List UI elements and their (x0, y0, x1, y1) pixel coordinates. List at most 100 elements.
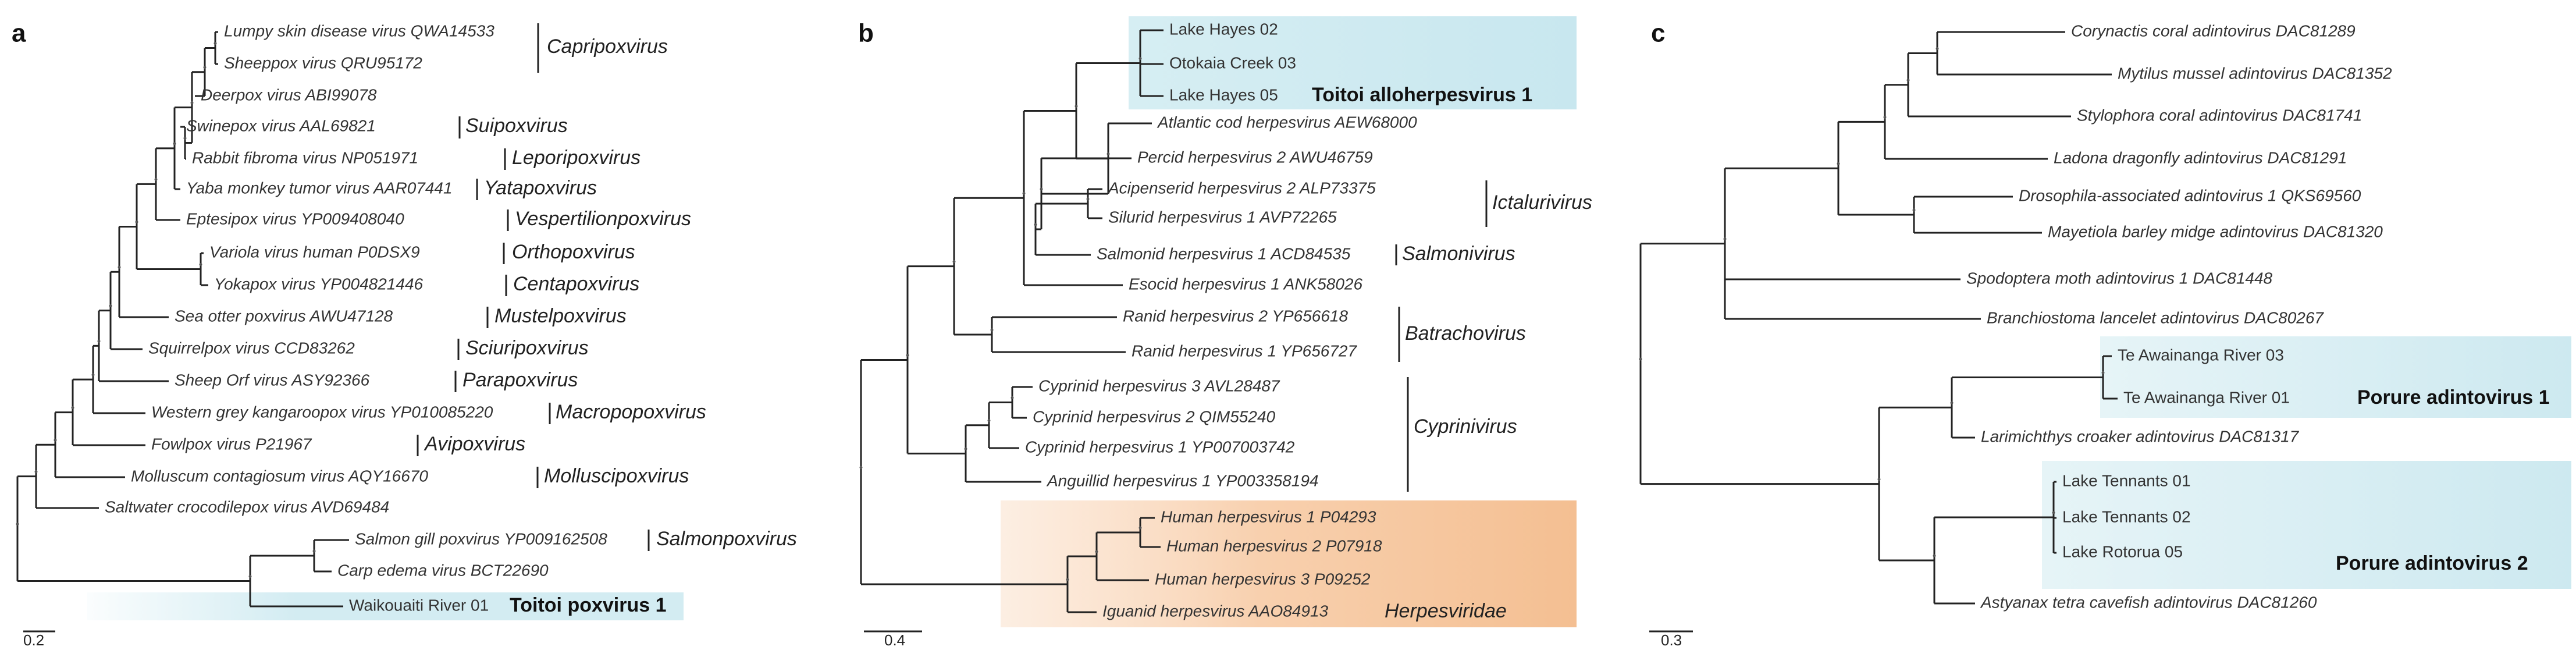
bootstrap-marker (71, 406, 74, 410)
bootstrap-marker (1912, 208, 1916, 212)
taxon-label: Acipenserid herpesvirus 2 ALP73375 (1107, 179, 1376, 197)
bootstrap-marker (34, 470, 38, 474)
panel-letter-b: b (858, 19, 874, 48)
bootstrap-marker (135, 220, 138, 223)
bootstrap-marker (183, 137, 187, 140)
genus-label: Herpesviridae (1385, 600, 1507, 622)
scale-value: 0.4 (884, 631, 905, 649)
taxon-label: Lake Tennants 01 (2062, 471, 2191, 489)
taxon-label: Variola virus human P0DSX9 (209, 243, 420, 261)
genus-label: Yatapoxvirus (484, 177, 597, 199)
bootstrap-marker (154, 177, 158, 181)
bootstrap-marker (2101, 371, 2105, 374)
genus-label: Mustelpoxvirus (494, 305, 627, 327)
taxon-label: Esocid herpesvirus 1 ANK58026 (1129, 275, 1363, 293)
taxon-label: Lumpy skin disease virus QWA14533 (224, 22, 494, 40)
bootstrap-marker (1935, 47, 1939, 50)
bootstrap-marker (97, 339, 101, 343)
taxon-label: Human herpesvirus 1 P04293 (1161, 507, 1376, 525)
taxon-label: Western grey kangaroopox virus YP0100852… (151, 403, 493, 421)
bootstrap-marker (1034, 223, 1037, 226)
highlight-porure-adintovirus-2 (2042, 461, 2571, 589)
genus-label: Centapoxvirus (513, 273, 639, 295)
bootstrap-marker (1138, 526, 1142, 530)
bootstrap-marker (952, 260, 956, 264)
taxon-label: Swinepox virus AAL69821 (186, 116, 376, 134)
bootstrap-marker (214, 42, 217, 45)
taxon-label: Te Awainanga River 01 (2123, 388, 2290, 406)
taxon-label: Spodoptera moth adintovirus 1 DAC81448 (1966, 269, 2273, 287)
taxon-label: Branchiostoma lancelet adintovirus DAC80… (1987, 308, 2324, 326)
bootstrap-marker (109, 304, 112, 308)
bootstrap-marker (118, 265, 121, 269)
bootstrap-marker (990, 328, 994, 332)
taxon-label: Anguillid herpesvirus 1 YP003358194 (1046, 471, 1318, 489)
taxon-label: Carp edema virus BCT22690 (337, 561, 549, 579)
genus-label: Salmonivirus (1402, 243, 1515, 265)
taxon-label: Cyprinid herpesvirus 1 YP007003742 (1025, 438, 1295, 456)
genus-label: Avipoxvirus (424, 433, 525, 455)
taxon-label: Salmon gill poxvirus YP009162508 (355, 530, 607, 548)
taxon-label: Larimichthys croaker adintovirus DAC8131… (1981, 427, 2300, 445)
taxon-label: Lake Hayes 05 (1169, 86, 1278, 104)
bootstrap-marker (16, 523, 19, 526)
taxon-label: Deerpox virus ABI99078 (201, 86, 377, 104)
taxon-label: Salmonid herpesvirus 1 ACD84535 (1097, 244, 1351, 262)
genus-label: Capripoxvirus (547, 35, 668, 58)
bootstrap-marker (1106, 152, 1110, 155)
bootstrap-marker (964, 447, 967, 450)
taxon-label: Sheep Orf virus ASY92366 (175, 371, 370, 389)
scale-value: 0.3 (1661, 631, 1682, 649)
panel-letter-a: a (12, 19, 26, 48)
taxon-label: Fowlpox virus P21967 (151, 435, 312, 453)
taxon-label: Rabbit fibroma virus NP051971 (192, 148, 418, 166)
bootstrap-marker (312, 549, 316, 553)
taxon-label: Waikouaiti River 01 (349, 596, 489, 614)
bootstrap-marker (1877, 478, 1881, 481)
bootstrap-marker (1883, 115, 1887, 119)
taxon-label: Human herpesvirus 3 P09252 (1155, 570, 1371, 588)
taxon-label: Lake Hayes 02 (1169, 20, 1278, 38)
taxon-label: Sea otter poxvirus AWU47128 (175, 307, 393, 325)
taxon-label: Ladona dragonfly adintovirus DAC81291 (2054, 148, 2347, 166)
genus-label: Batrachovirus (1405, 322, 1526, 344)
taxon-label: Human herpesvirus 2 P07918 (1166, 537, 1382, 555)
bootstrap-marker (199, 263, 202, 266)
genus-label: Toitoi poxvirus 1 (510, 594, 667, 616)
bootstrap-marker (1086, 197, 1090, 201)
genus-label: Ictalurivirus (1492, 191, 1592, 214)
taxon-label: Ranid herpesvirus 2 YP656618 (1123, 307, 1349, 325)
taxon-label: Mayetiola barley midge adintovirus DAC81… (2048, 222, 2383, 240)
scale-value: 0.2 (23, 631, 44, 649)
panel-letter-c: c (1651, 19, 1665, 48)
genus-label: Vespertilionpoxvirus (515, 208, 691, 230)
genus-label: Parapoxvirus (462, 369, 578, 391)
genus-label: Porure adintovirus 1 (2357, 386, 2550, 409)
taxon-label: Yaba monkey tumor virus AAR07441 (186, 179, 453, 197)
taxon-label: Lake Rotorua 05 (2062, 542, 2183, 560)
highlight-toitoi-poxvirus (87, 592, 684, 620)
genus-label: Suipoxvirus (465, 115, 568, 137)
bootstrap-marker (1066, 578, 1069, 581)
bootstrap-marker (1074, 105, 1078, 108)
taxon-label: Eptesipox virus YP009408040 (186, 209, 404, 228)
taxon-label: Silurid herpesvirus 1 AVP72265 (1108, 208, 1337, 226)
bootstrap-marker (1011, 396, 1014, 399)
taxon-label: Sheeppox virus QRU95172 (224, 54, 422, 72)
highlight-toitoi-alloherpesvirus (1129, 16, 1577, 109)
genus-label: Porure adintovirus 2 (2336, 552, 2528, 574)
taxon-label: Corynactis coral adintovirus DAC81289 (2071, 22, 2356, 40)
taxon-label: Cyprinid herpesvirus 3 AVL28487 (1038, 376, 1280, 395)
taxon-label: Yokapox virus YP004821446 (214, 275, 424, 293)
bootstrap-marker (2052, 511, 2055, 514)
taxon-label: Te Awainanga River 03 (2118, 346, 2284, 364)
taxon-label: Iguanid herpesvirus AAO84913 (1102, 602, 1329, 620)
taxon-label: Otokaia Creek 03 (1169, 54, 1296, 72)
taxon-label: Lake Tennants 02 (2062, 507, 2191, 525)
bootstrap-marker (1906, 79, 1910, 82)
taxon-label: Cyprinid herpesvirus 2 QIM55240 (1033, 407, 1276, 425)
bootstrap-marker (859, 466, 863, 469)
taxon-label: Mytilus mussel adintovirus DAC81352 (2118, 64, 2392, 82)
